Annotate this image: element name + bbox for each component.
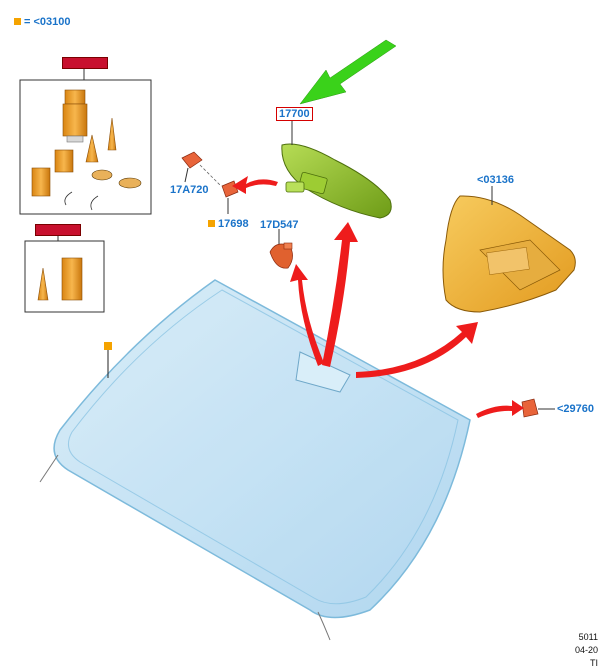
callout-side-clip: <29760 [557, 403, 595, 415]
wiring-lead-bottom [317, 611, 331, 641]
arrow-to-side-clip [476, 400, 524, 418]
callout-sensor: 17D547 [260, 219, 299, 231]
mirror-cover-housing [442, 195, 576, 313]
footer-line-3: TI [590, 658, 598, 668]
service-kit-box-top [19, 79, 152, 215]
clip-marker-square [208, 220, 215, 227]
legend-text: = <03100 [24, 16, 71, 28]
arrow-to-sensor [290, 264, 324, 366]
service-kit-box-bottom [24, 240, 105, 313]
legend-swatch [14, 18, 21, 25]
side-clip [521, 398, 539, 418]
footer-line-2: 04-20 [574, 645, 598, 655]
callout-clip-text: 17698 [218, 218, 249, 230]
kit-top-redacted-label [62, 57, 108, 69]
arrow-to-cover [356, 322, 478, 378]
rain-sensor [269, 242, 293, 269]
kit-bottom-redacted-label [35, 224, 81, 236]
callout-cover: <03136 [477, 174, 515, 186]
legend: = <03100 [14, 16, 71, 28]
callout-clip: 17698 [208, 218, 249, 230]
wiring-lead-left [39, 454, 59, 483]
mirror-mount-pad [295, 351, 351, 393]
glass-marker-square [104, 342, 112, 350]
footer-line-1: 5011 [578, 632, 598, 642]
arrow-to-bracket [232, 176, 278, 194]
callout-mirror: 17700 [276, 107, 313, 121]
mirror-bracket [181, 151, 203, 169]
callout-bracket: 17A720 [170, 184, 209, 196]
green-pointer-arrow [299, 39, 397, 105]
interior-mirror [281, 143, 392, 219]
windshield-glass [39, 279, 471, 641]
arrow-to-mirror [322, 222, 358, 367]
red-arrows [232, 176, 524, 418]
retaining-clip [221, 180, 239, 198]
